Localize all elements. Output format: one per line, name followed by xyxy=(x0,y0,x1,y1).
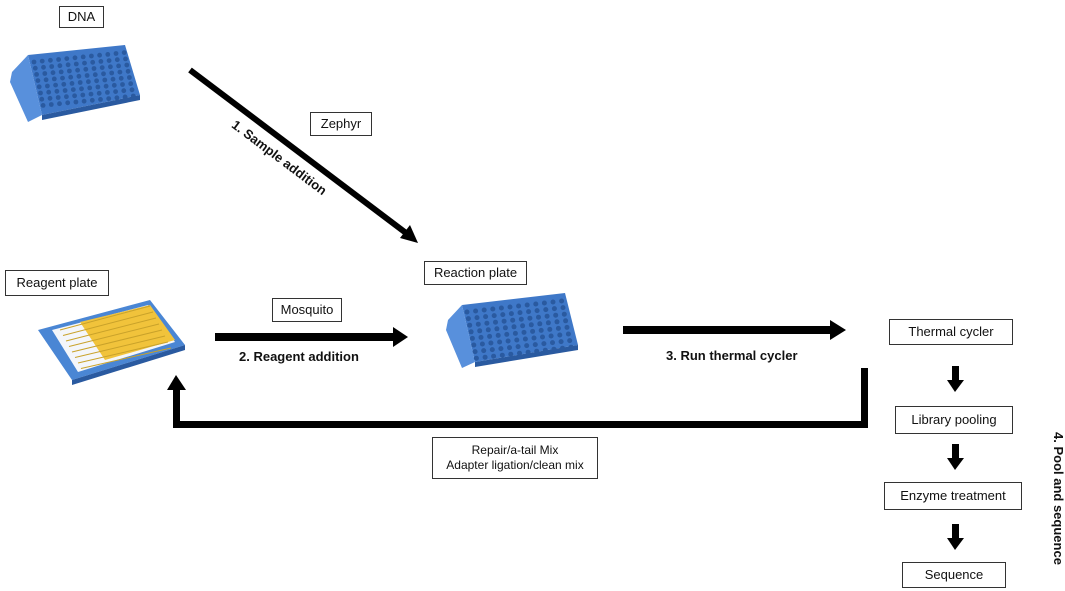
zephyr-box: Zephyr xyxy=(310,112,372,136)
mix-line-2: Adapter ligation/clean mix xyxy=(446,458,584,472)
sequence-box: Sequence xyxy=(902,562,1006,588)
step2-label: 2. Reagent addition xyxy=(239,349,359,364)
mix-line-1: Repair/a-tail Mix xyxy=(471,443,559,457)
thermal-cycler-box: Thermal cycler xyxy=(889,319,1013,345)
reagent-addition-arrow xyxy=(215,333,395,341)
reaction-plate-icon xyxy=(446,293,578,368)
down-arrow-3 xyxy=(947,524,964,550)
dna-box: DNA xyxy=(59,6,104,28)
mosquito-box: Mosquito xyxy=(272,298,342,322)
reagent-plate-icon xyxy=(38,300,185,385)
down-arrow-2 xyxy=(947,444,964,470)
down-arrow-1 xyxy=(947,366,964,392)
enzyme-treatment-box: Enzyme treatment xyxy=(884,482,1022,510)
step3-label: 3. Run thermal cycler xyxy=(666,348,798,363)
sample-addition-arrow xyxy=(188,67,412,239)
return-arrow xyxy=(167,368,868,428)
reagent-plate-box: Reagent plate xyxy=(5,270,109,296)
library-pooling-box: Library pooling xyxy=(895,406,1013,434)
dna-plate-icon xyxy=(10,45,140,122)
mix-box: Repair/a-tail Mix Adapter ligation/clean… xyxy=(432,437,598,479)
step4-label: 4. Pool and sequence xyxy=(1051,432,1065,565)
reaction-plate-box: Reaction plate xyxy=(424,261,527,285)
run-thermal-cycler-arrow xyxy=(623,326,831,334)
